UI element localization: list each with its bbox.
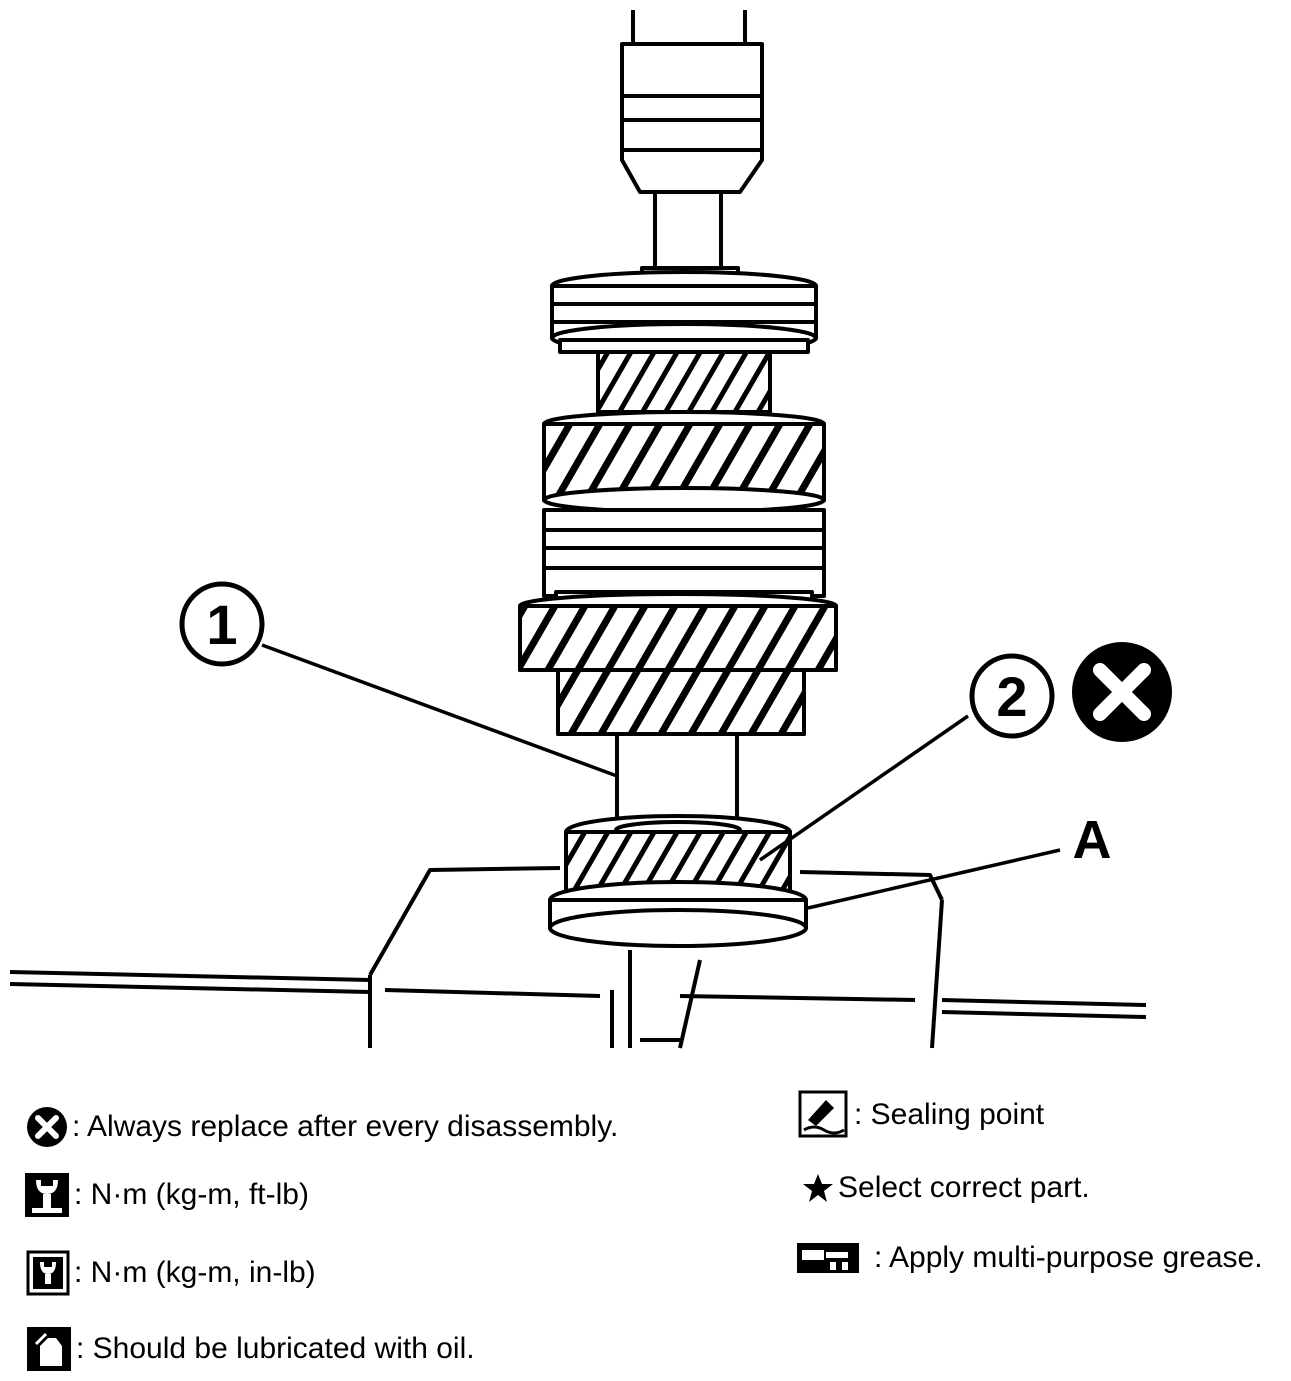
legend-text-grease: : Apply multi-purpose grease. xyxy=(874,1241,1263,1274)
callout-1-label: 1 xyxy=(206,593,237,656)
legend-item-oil: : Should be lubricated with oil. xyxy=(26,1326,475,1372)
leader-line-1 xyxy=(261,643,618,778)
star-icon xyxy=(802,1172,838,1204)
legend-item-torque-ft-lb: : N·m (kg-m, ft-lb) xyxy=(24,1172,309,1218)
legend-text-torque-ft-lb: : N·m (kg-m, ft-lb) xyxy=(74,1178,309,1211)
oil-can-icon xyxy=(26,1326,76,1372)
callout-1: 1 xyxy=(179,581,265,667)
callout-2: 2 xyxy=(969,653,1055,739)
legend-item-grease: : Apply multi-purpose grease. xyxy=(796,1240,1263,1276)
legend-item-select: Select correct part. xyxy=(802,1172,1090,1204)
x-circle-icon xyxy=(22,1106,72,1148)
legend-text-sealing: : Sealing point xyxy=(854,1098,1045,1131)
leader-line-a xyxy=(807,848,1061,910)
sealant-icon xyxy=(798,1090,854,1140)
legend-text-torque-in-lb: : N·m (kg-m, in-lb) xyxy=(74,1256,316,1289)
legend-item-torque-in-lb: : N·m (kg-m, in-lb) xyxy=(26,1250,316,1296)
gear-shaft-drawing: 1 2 A xyxy=(9,10,1172,1049)
x-circle-icon xyxy=(1072,642,1172,742)
callout-a-label: A xyxy=(1073,810,1112,870)
grease-icon xyxy=(796,1240,874,1276)
callout-2-label: 2 xyxy=(996,665,1027,728)
legend-text-oil: : Should be lubricated with oil. xyxy=(76,1332,475,1365)
legend-item-sealing: : Sealing point xyxy=(798,1090,1044,1140)
wrench-icon xyxy=(24,1172,74,1218)
legend-text-select: Select correct part. xyxy=(838,1171,1090,1204)
legend-item-replace: : Always replace after every disassembly… xyxy=(22,1106,618,1148)
gear-shaft-diagram: 1 2 A xyxy=(9,10,1172,1049)
legend-text-replace: : Always replace after every disassembly… xyxy=(72,1110,619,1143)
leader-line-2 xyxy=(759,714,969,862)
wrench-small-icon xyxy=(26,1250,74,1296)
